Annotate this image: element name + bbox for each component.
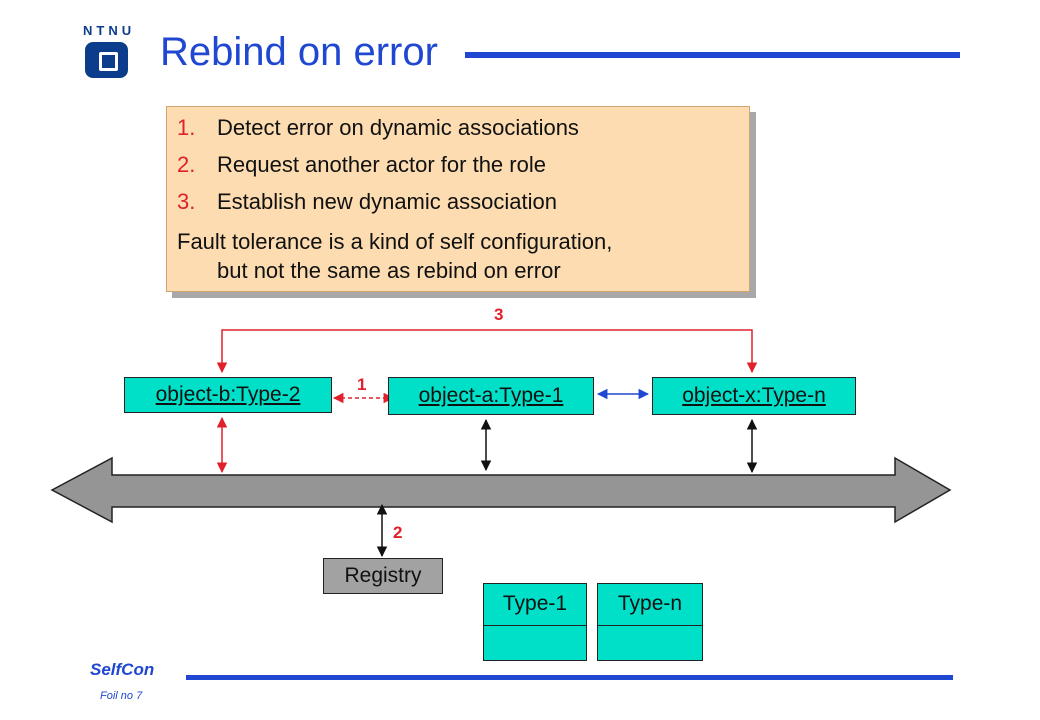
logo-text: NTNU (83, 23, 136, 38)
note-line-1: Fault tolerance is a kind of self config… (177, 229, 613, 254)
note-item-number: 1. (177, 115, 196, 140)
note-box: 1. Detect error on dynamic associations 2… (166, 106, 750, 292)
class-type-1: Type-1 (483, 583, 587, 661)
step-marker-2: 2 (393, 523, 403, 542)
class-type-n-name: Type-n (598, 584, 702, 626)
note-item-number: 2. (177, 152, 196, 177)
class-type-n: Type-n (597, 583, 703, 661)
class-type-1-name: Type-1 (484, 584, 586, 626)
object-b-box: object-b:Type-2 (124, 377, 332, 413)
note-item-text: Establish new dynamic association (217, 189, 557, 214)
note-item-2: 2. Request another actor for the role (177, 152, 546, 178)
step-marker-1: 1 (357, 375, 367, 394)
footer-rule (186, 675, 953, 680)
ntnu-logo (85, 42, 128, 78)
note-line-2: but not the same as rebind on error (217, 258, 561, 283)
note-item-1: 1. Detect error on dynamic associations (177, 115, 579, 141)
page-title: Rebind on error (160, 30, 438, 74)
title-rule (465, 52, 960, 58)
footer-title: SelfCon (90, 660, 155, 679)
object-x-box: object-x:Type-n (652, 377, 856, 415)
registry-box: Registry (323, 558, 443, 594)
rebind-association-line (216, 329, 758, 374)
note-item-number: 3. (177, 189, 196, 214)
note-item-3: 3. Establish new dynamic association (177, 189, 557, 215)
note-item-text: Request another actor for the role (217, 152, 546, 177)
object-a-box: object-a:Type-1 (388, 377, 594, 415)
step-marker-3: 3 (494, 305, 504, 324)
communication-bus (50, 456, 952, 524)
logo-square-icon (99, 52, 118, 71)
note-item-text: Detect error on dynamic associations (217, 115, 579, 140)
footer-subtitle: Foil no 7 (100, 690, 143, 702)
